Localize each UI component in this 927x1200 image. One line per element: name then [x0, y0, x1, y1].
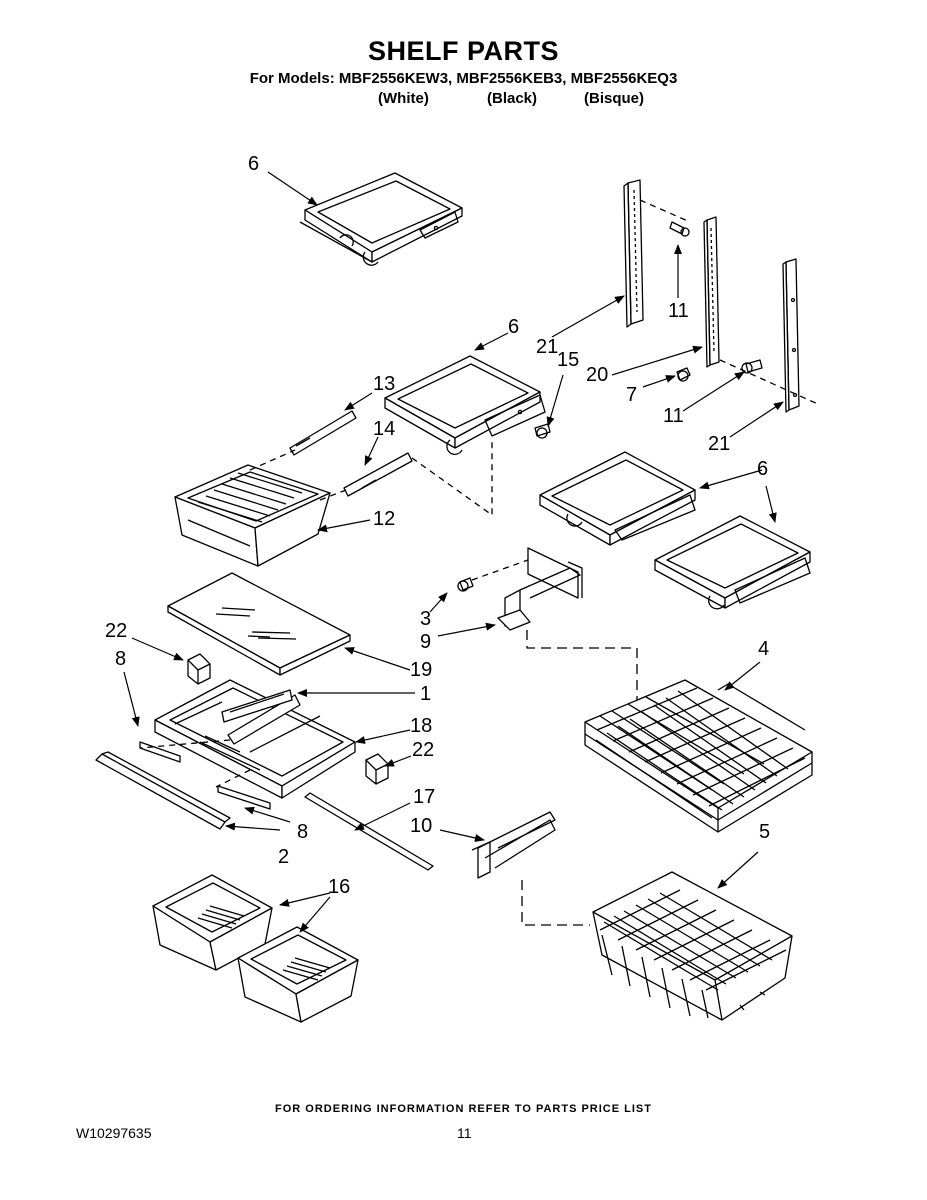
deli-divider-1: [221, 689, 293, 723]
shelf-rail-right: [782, 258, 800, 413]
callout-8-right: 8: [297, 821, 308, 843]
color-white: (White): [378, 90, 429, 107]
callout-6-right-upper: 6: [757, 458, 768, 480]
end-cap-22-right: [365, 753, 389, 785]
callout-19: 19: [410, 659, 432, 681]
callout-17: 17: [413, 786, 435, 808]
shelf-rail-center: [703, 216, 720, 368]
callout-20: 20: [586, 364, 608, 386]
storage-bin-right: [237, 926, 359, 1023]
page-title: SHELF PARTS: [367, 36, 559, 66]
screw-15: [534, 423, 551, 439]
shelf-rail-left: [623, 179, 644, 328]
end-cap-22-left: [187, 653, 211, 685]
callout-22-right: 22: [412, 739, 434, 761]
drawer-shaft-17: [304, 792, 434, 871]
glass-shelf: [167, 572, 351, 676]
callout-2: 2: [278, 846, 289, 868]
screw-11-lower: [741, 359, 763, 374]
color-bisque: (Bisque): [584, 90, 644, 107]
screw-11-upper: [669, 221, 690, 237]
color-black: (Black): [487, 90, 538, 107]
callout-12: 12: [373, 508, 395, 530]
crisper-rail-13: [289, 410, 357, 456]
drawer-slide-8-right: [217, 785, 271, 810]
callout-16: 16: [328, 876, 350, 898]
drawer-front-trim-2: [95, 751, 231, 830]
callout-21-right: 21: [708, 433, 730, 455]
callout-10: 10: [410, 815, 432, 837]
crisper-rail-14: [343, 452, 413, 497]
callout-4: 4: [758, 638, 769, 660]
basket-bracket-10: [471, 811, 556, 879]
callout-7: 7: [626, 384, 637, 406]
basket-bracket-9: [497, 547, 583, 631]
model-list: For Models: MBF2556KEW3, MBF2556KEB3, MB…: [249, 70, 678, 87]
callout-9: 9: [420, 631, 431, 653]
wire-basket-lower: [592, 871, 793, 1021]
callout-8-left: 8: [115, 648, 126, 670]
callout-11-upper: 11: [668, 300, 689, 322]
callout-18: 18: [410, 715, 432, 737]
callout-15: 15: [557, 349, 579, 371]
callout-22-left: 22: [105, 620, 127, 642]
callout-3: 3: [420, 608, 431, 630]
callout-labels: 6 6 21 11 15 20 7 11 21 13 14 12 6 6 3 9…: [105, 153, 770, 898]
storage-bin-left: [152, 874, 273, 971]
crisper-drawer: [174, 464, 331, 567]
callout-6-middle: 6: [508, 316, 519, 338]
screw-3: [457, 577, 474, 592]
callout-1: 1: [420, 683, 431, 705]
callout-13: 13: [373, 373, 395, 395]
page-number: 11: [457, 1125, 472, 1141]
ordering-note: FOR ORDERING INFORMATION REFER TO PARTS …: [275, 1103, 652, 1115]
callout-6-top: 6: [248, 153, 259, 175]
callout-21-left: 21: [536, 336, 558, 358]
shelf-right-upper: [539, 451, 696, 546]
document-number: W10297635: [76, 1125, 152, 1141]
wire-basket-upper: [584, 679, 813, 833]
shelf-right-lower: [654, 515, 811, 610]
callout-11-lower: 11: [663, 405, 684, 427]
callout-5: 5: [759, 821, 770, 843]
deli-drawer-frame: [154, 679, 356, 799]
screw-7: [676, 367, 691, 382]
shelf-middle: [384, 355, 546, 455]
shelf-top: [299, 172, 463, 266]
callout-14: 14: [373, 418, 395, 440]
